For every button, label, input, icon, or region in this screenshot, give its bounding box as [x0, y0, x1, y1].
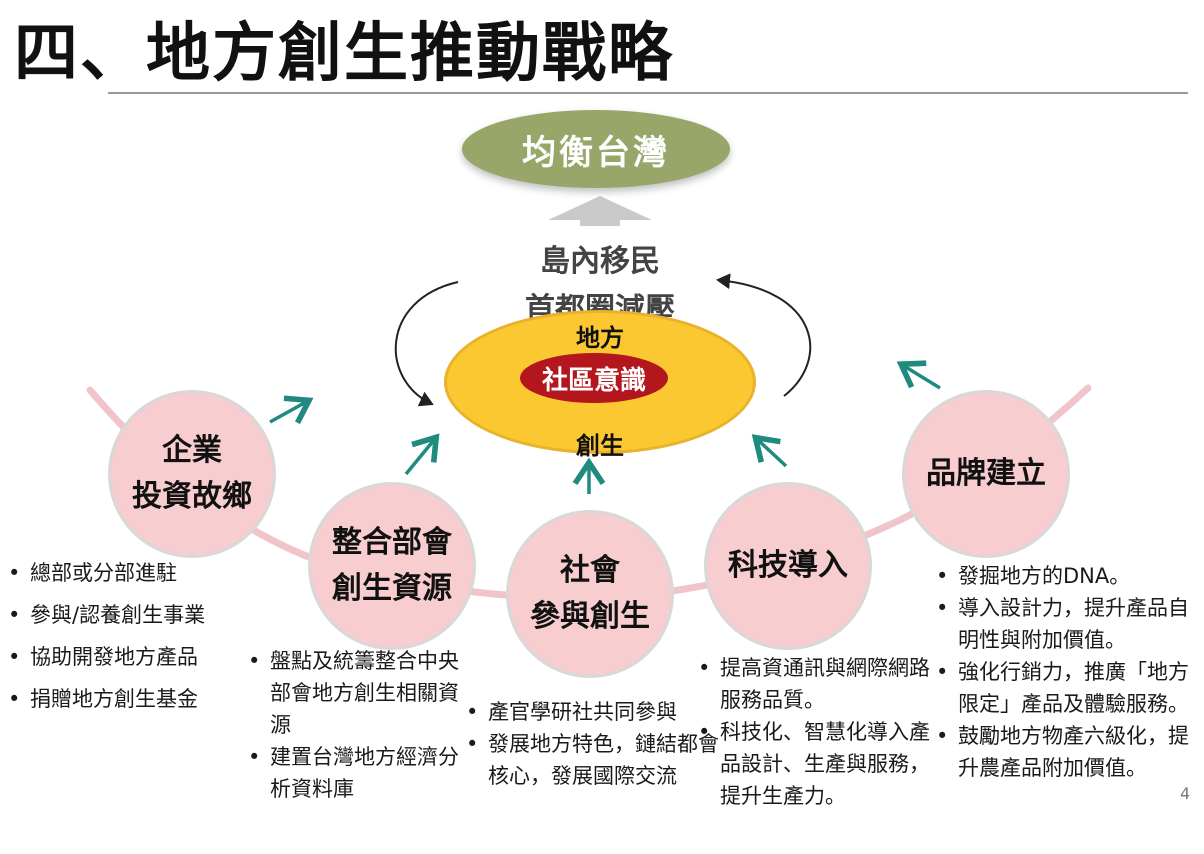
goal-label: 均衡台灣 [522, 132, 670, 173]
page-number: 4 [1180, 784, 1191, 803]
pillar-label: 參與創生 [530, 599, 650, 634]
integration-bullets: 盤點及統籌整合中央部會地方創生相關資源 建置台灣地方經濟分析資料庫 [248, 645, 466, 805]
list-item: 導入設計力，提升產品自明性與附加價值。 [936, 592, 1192, 656]
title-divider [108, 92, 1188, 94]
teal-arrow-5-icon [896, 360, 941, 390]
technology-bullets: 提高資通訊與網際網路服務品質。 科技化、智慧化導入產品設計、生產與服務，提升生產… [698, 652, 934, 812]
list-item: 捐贈地方創生基金 [8, 678, 236, 720]
pillar-label: 投資故鄉 [132, 479, 252, 514]
cycle-arrow-left-icon [394, 281, 459, 407]
pillar-enterprise: 企業 投資故鄉 [108, 390, 276, 558]
pillar-label: 創生資源 [332, 571, 452, 606]
core-label: 社區意識 [520, 353, 668, 403]
pillar-brand: 品牌建立 [902, 390, 1070, 558]
social-bullets: 產官學研社共同參與 發展地方特色，鏈結都會核心，發展國際交流 [466, 696, 720, 792]
list-item: 提高資通訊與網際網路服務品質。 [698, 652, 934, 716]
cycle-arrow-right-icon [716, 273, 812, 397]
list-item: 參與/認養創生事業 [8, 594, 236, 636]
list-item: 發展地方特色，鏈結都會核心，發展國際交流 [466, 728, 720, 792]
list-item: 協助開發地方產品 [8, 636, 236, 678]
center-line-1: 島內移民 [540, 244, 660, 279]
pillar-label: 整合部會 [332, 525, 452, 560]
list-item: 總部或分部進駐 [8, 552, 236, 594]
pillar-label: 品牌建立 [926, 456, 1046, 491]
teal-arrow-2-icon [404, 433, 440, 476]
pillar-label: 社會 [560, 553, 620, 588]
pillar-technology: 科技導入 [704, 482, 872, 650]
pillar-label: 企業 [162, 433, 222, 468]
pillar-social: 社會 參與創生 [506, 510, 674, 678]
goal-ellipse: 均衡台灣 [462, 110, 730, 188]
core-top-label: 地方 [576, 324, 624, 352]
pillar-label: 科技導入 [728, 548, 848, 583]
teal-arrow-4-icon [751, 434, 788, 468]
list-item: 鼓勵地方物產六級化，提升農產品附加價值。 [936, 720, 1192, 784]
up-arrow-icon [548, 196, 652, 226]
list-item: 發掘地方的DNA。 [936, 560, 1192, 592]
list-item: 科技化、智慧化導入產品設計、生產與服務，提升生產力。 [698, 716, 934, 812]
list-item: 強化行銷力，推廣「地方限定」產品及體驗服務。 [936, 656, 1192, 720]
list-item: 產官學研社共同參與 [466, 696, 720, 728]
pillar-integration: 整合部會 創生資源 [308, 482, 476, 650]
teal-arrow-1-icon [269, 395, 314, 425]
list-item: 盤點及統籌整合中央部會地方創生相關資源 [248, 645, 466, 741]
enterprise-bullets: 總部或分部進駐 參與/認養創生事業 協助開發地方產品 捐贈地方創生基金 [8, 552, 236, 720]
list-item: 建置台灣地方經濟分析資料庫 [248, 741, 466, 805]
core-bottom-label: 創生 [576, 432, 624, 460]
core-label-text: 社區意識 [541, 365, 646, 396]
page-title: 四、地方創生推動戰略 [14, 17, 674, 91]
brand-bullets: 發掘地方的DNA。 導入設計力，提升產品自明性與附加價值。 強化行銷力，推廣「地… [936, 560, 1192, 784]
